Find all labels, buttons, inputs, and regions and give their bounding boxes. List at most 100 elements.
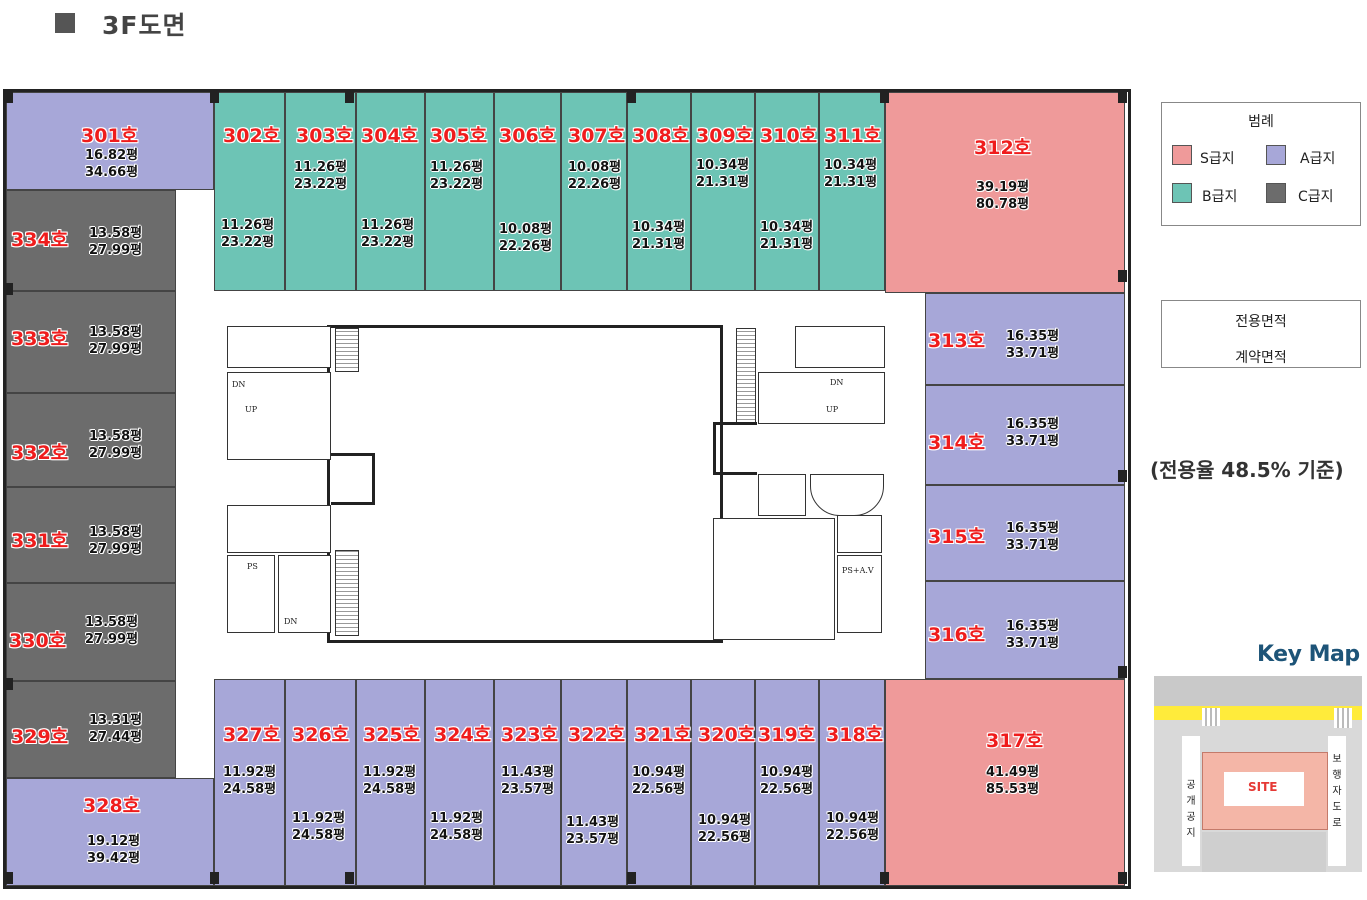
unit-exclusive-area: 10.34평	[760, 220, 814, 235]
keymap-title: Key Map	[1257, 642, 1360, 667]
unit-307[interactable]: 307호 10.08평 22.26평	[561, 92, 627, 291]
unit-contract-area: 27.99평	[85, 632, 139, 647]
unit-number: 316호	[928, 624, 986, 646]
legend-swatch-b	[1172, 183, 1192, 203]
unit-exclusive-area: 19.12평	[87, 834, 141, 849]
unit-number: 301호	[81, 125, 139, 147]
unit-exclusive-area: 16.82평	[85, 148, 139, 163]
legend-label-s: S급지	[1200, 151, 1235, 167]
keymap-image: 공개공지 보행자도로 SITE	[1154, 676, 1362, 872]
unit-number: 333호	[11, 328, 69, 350]
unit-exclusive-area: 39.19평	[976, 180, 1030, 195]
unit-number: 303호	[296, 125, 354, 147]
unit-contract-area: 24.58평	[363, 782, 417, 797]
stair-label-left: DN	[232, 380, 246, 389]
keymap-road-stripe	[1154, 706, 1362, 720]
unit-contract-area: 22.26평	[568, 177, 622, 192]
title-bullet	[55, 13, 75, 33]
unit-number: 321호	[634, 724, 692, 746]
legend-label-b: B급지	[1202, 189, 1238, 205]
unit-contract-area: 23.22평	[430, 177, 484, 192]
unit-310[interactable]: 310호 10.34평 21.31평	[755, 92, 819, 291]
unit-exclusive-area: 13.58평	[89, 429, 143, 444]
unit-exclusive-area: 10.08평	[568, 160, 622, 175]
unit-exclusive-area: 13.58평	[85, 615, 139, 630]
unit-number: 311호	[824, 125, 882, 147]
unit-contract-area: 24.58평	[223, 782, 277, 797]
unit-number: 310호	[760, 125, 818, 147]
unit-contract-area: 24.58평	[292, 828, 346, 843]
unit-exclusive-area: 11.26평	[221, 218, 275, 233]
core-wall	[331, 453, 375, 456]
unit-contract-area: 23.57평	[566, 832, 620, 847]
unit-330[interactable]: 330호 13.58평 27.99평	[6, 583, 176, 681]
unit-contract-area: 33.71평	[1006, 636, 1060, 651]
unit-exclusive-area: 16.35평	[1006, 417, 1060, 432]
unit-number: 314호	[928, 432, 986, 454]
unit-exclusive-area: 10.08평	[499, 222, 553, 237]
core-wall	[372, 453, 375, 505]
unit-number: 319호	[758, 724, 816, 746]
unit-exclusive-area: 10.94평	[826, 811, 880, 826]
unit-exclusive-area: 13.58평	[89, 325, 143, 340]
structural-column	[345, 91, 354, 103]
unit-contract-area: 21.31평	[632, 237, 686, 252]
unit-number: 329호	[11, 726, 69, 748]
ps-av-label: PS+A.V	[842, 566, 874, 575]
unit-number: 330호	[9, 630, 67, 652]
unit-contract-area: 21.31평	[696, 175, 750, 190]
unit-contract-area: 21.31평	[760, 237, 814, 252]
structural-column	[4, 283, 13, 295]
unit-exclusive-area: 11.43평	[566, 815, 620, 830]
unit-number: 307호	[568, 125, 626, 147]
unit-contract-area: 21.31평	[824, 175, 878, 190]
unit-exclusive-area: 11.26평	[361, 218, 415, 233]
core-stair-left	[227, 372, 331, 460]
keymap-crosswalk	[1202, 708, 1220, 726]
unit-contract-area: 27.44평	[89, 730, 143, 745]
core-elevator-left-bottom	[227, 555, 275, 633]
structural-column	[627, 872, 636, 884]
stair-up-label-right: UP	[826, 405, 839, 414]
